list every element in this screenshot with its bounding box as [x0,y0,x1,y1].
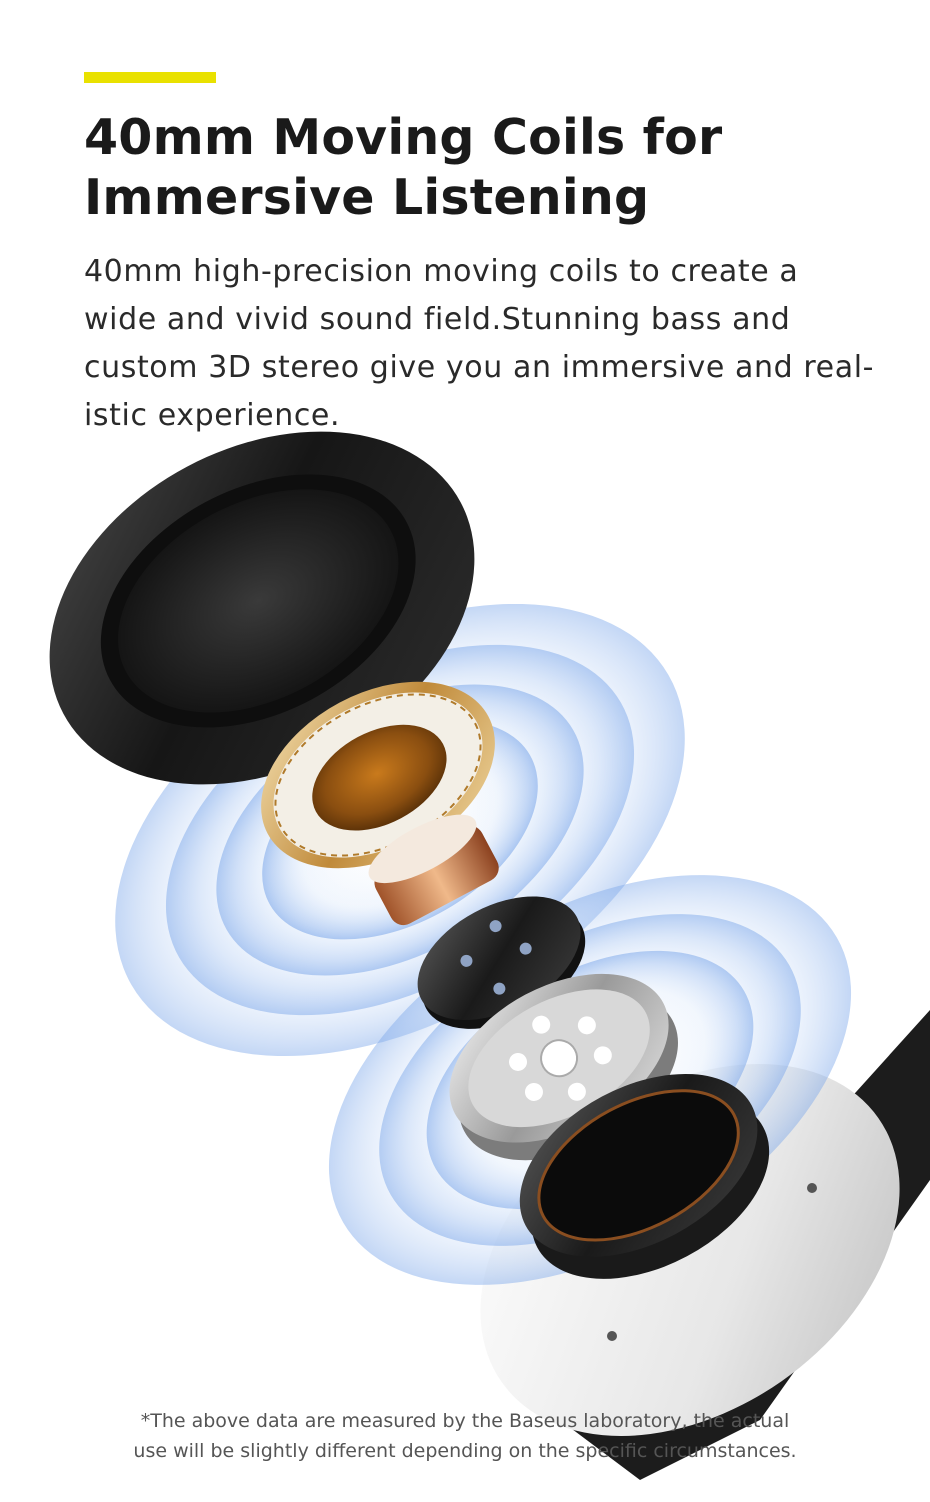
headline-line-1: 40mm Moving Coils for [84,109,723,166]
headline-line-2: Immersive Listening [84,169,650,226]
description-line-2: wide and vivid sound field.Stunning bass… [84,302,791,337]
voice-coil-icon [368,814,499,926]
description-line-3: custom 3D stereo give you an immersive a… [84,350,875,385]
footnote-line-1: *The above data are measured by the Base… [140,1410,790,1432]
accent-bar [84,72,216,83]
feature-headline: 40mm Moving Coils for Immersive Listenin… [84,108,864,228]
ear-cushion-icon [49,431,475,785]
footnote-line-2: use will be slightly different depending… [133,1440,797,1462]
description-line-4: istic experience. [84,398,341,433]
driver-exploded-illustration [49,431,930,1480]
rear-cup-icon [519,1073,770,1279]
feature-description: 40mm high-precision moving coils to crea… [84,248,875,440]
description-line-1: 40mm high-precision moving coils to crea… [84,254,799,289]
disclaimer-footnote: *The above data are measured by the Base… [0,1406,930,1466]
